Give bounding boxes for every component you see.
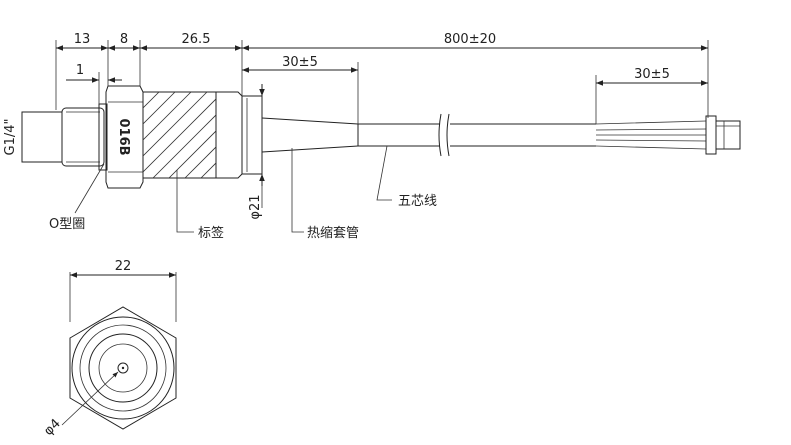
side-view: 016B [21,85,741,189]
dim-1: 1 [76,63,84,78]
dim-30-heat-shrink: 30±5 [282,55,318,70]
engraving-text: 016B [116,118,131,155]
five-core-wire-label: 五芯线 [398,194,437,209]
dim-phi21: φ21 [248,194,263,219]
dim-26-5: 26.5 [182,32,211,47]
front-view [61,272,177,430]
dimension-lines [55,40,709,208]
leader-lines [74,145,392,233]
dim-800: 800±20 [444,32,496,47]
label-tag-label: 标签 [198,225,224,241]
thread-label: G1/4" [3,119,18,156]
dim-8: 8 [120,32,128,47]
dim-22: 22 [115,259,132,274]
dim-30-wires: 30±5 [634,67,670,82]
dim-13: 13 [74,32,91,47]
oring-label: O型圈 [49,217,85,232]
dim-phi4: φ4 [41,416,64,439]
label-hatching [143,92,216,178]
heat-shrink-label: 热缩套管 [307,225,359,241]
